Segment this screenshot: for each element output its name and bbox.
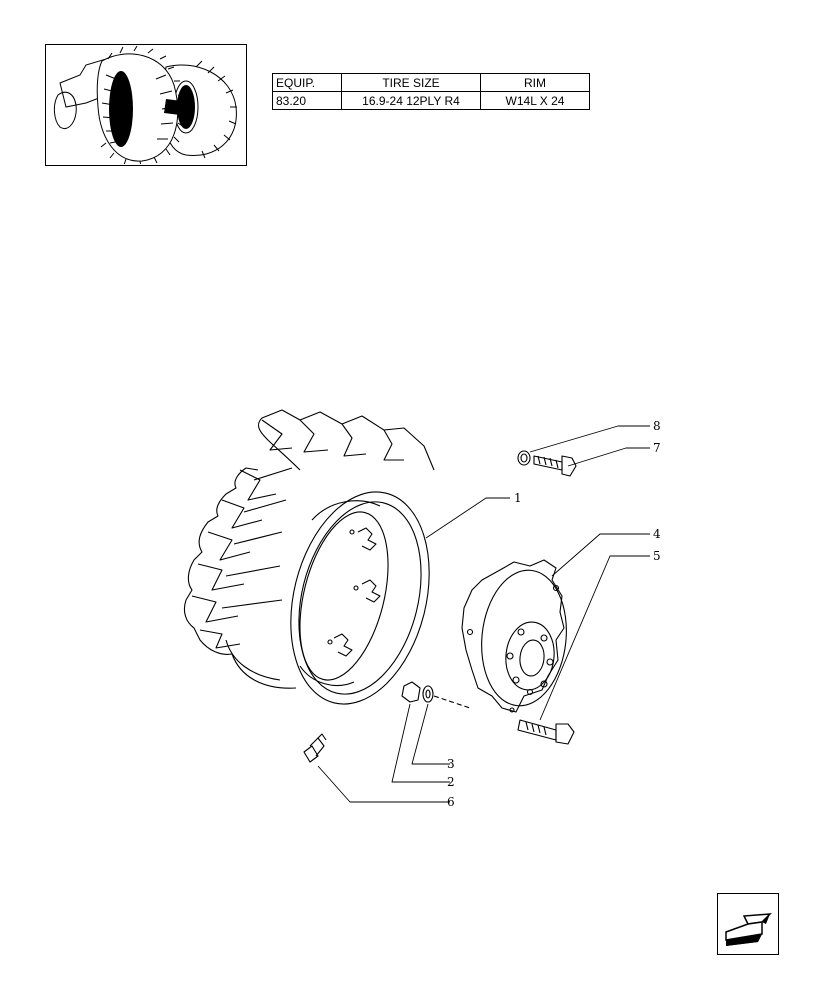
cell-rim: W14L X 24 bbox=[480, 91, 590, 110]
next-page-button[interactable] bbox=[717, 893, 779, 955]
tractor-rear-wheel-icon bbox=[53, 45, 237, 164]
center-disc-drawing bbox=[461, 559, 567, 713]
valve-drawing bbox=[303, 733, 327, 763]
hub-bolt-drawing bbox=[517, 719, 575, 745]
rim-bolt-drawing bbox=[517, 450, 577, 477]
tire-drawing bbox=[183, 409, 435, 689]
tractor-thumbnail bbox=[45, 44, 247, 166]
nut-washer-drawing bbox=[401, 681, 471, 709]
callout-5: 5 bbox=[653, 549, 661, 563]
callout-6: 6 bbox=[447, 795, 455, 809]
callout-1: 1 bbox=[514, 491, 522, 505]
cell-tire-size: 16.9-24 12PLY R4 bbox=[341, 91, 481, 110]
leader-lines bbox=[317, 425, 650, 803]
spec-table: EQUIP. TIRE SIZE RIM 83.20 16.9-24 12PLY… bbox=[272, 73, 590, 110]
next-page-arrow-icon bbox=[725, 913, 772, 946]
spec-data-row: 83.20 16.9-24 12PLY R4 W14L X 24 bbox=[272, 91, 590, 110]
callout-4: 4 bbox=[653, 527, 661, 541]
header-rim: RIM bbox=[480, 73, 590, 92]
spec-header-row: EQUIP. TIRE SIZE RIM bbox=[272, 73, 590, 92]
callout-2: 2 bbox=[447, 775, 455, 789]
rim-drawing bbox=[290, 491, 430, 705]
cell-equip: 83.20 bbox=[272, 91, 342, 110]
callout-3: 3 bbox=[447, 757, 455, 771]
callout-7: 7 bbox=[653, 441, 661, 455]
callout-8: 8 bbox=[653, 419, 661, 433]
